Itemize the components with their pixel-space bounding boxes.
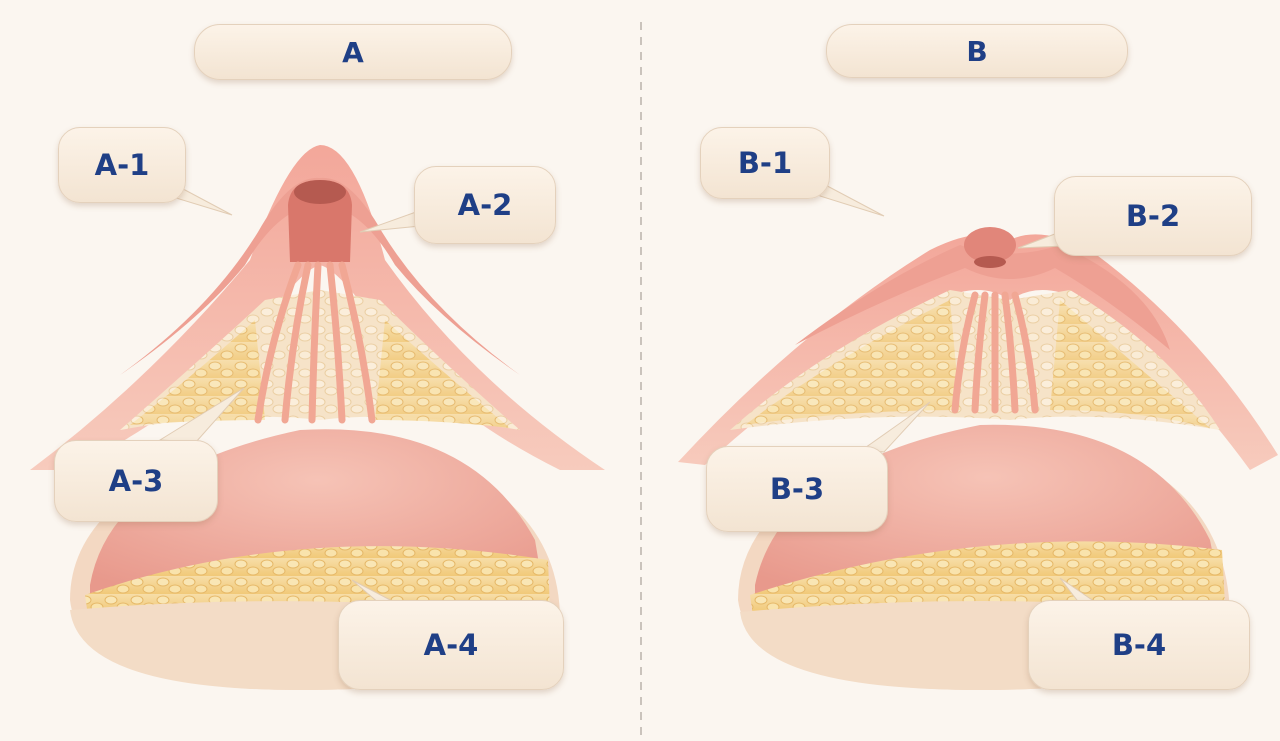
panel-a-header: A	[194, 24, 512, 80]
label-a-2: A-2	[414, 166, 556, 244]
label-a-1: A-1	[58, 127, 186, 203]
label-b-1: B-1	[700, 127, 830, 199]
label-a-4: A-4	[338, 600, 564, 690]
label-b-4: B-4	[1028, 600, 1250, 690]
panel-b-header: B	[826, 24, 1128, 78]
label-b-3: B-3	[706, 446, 888, 532]
label-b-2: B-2	[1054, 176, 1252, 256]
label-a-3: A-3	[54, 440, 218, 522]
